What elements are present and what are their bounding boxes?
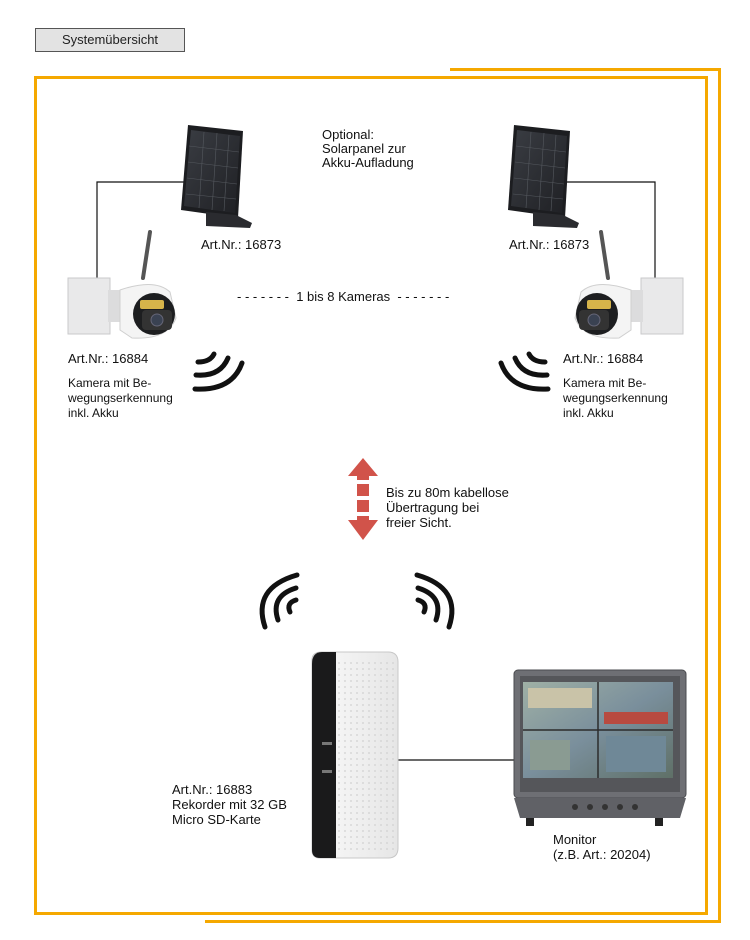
camera-right-description: Kamera mit Be- wegungserkennung inkl. Ak… — [563, 376, 668, 420]
monitor-description: Monitor (z.B. Art.: 20204) — [553, 832, 651, 862]
cable-lines — [96, 181, 656, 761]
camera-count-label: - - - - - - - 1 bis 8 Kameras - - - - - … — [237, 289, 450, 304]
recorder-description: Art.Nr.: 16883 Rekorder mit 32 GB Micro … — [172, 782, 287, 827]
camera-left-icon — [67, 230, 177, 339]
solar-panel-right-icon — [508, 125, 579, 228]
monitor-icon — [513, 669, 687, 826]
wifi-waves-left-icon — [192, 351, 245, 392]
camera-left-description: Kamera mit Be- wegungserkennung inkl. Ak… — [68, 376, 173, 420]
camera-left-art-number: Art.Nr.: 16884 — [68, 351, 149, 366]
diagram-frame — [34, 76, 708, 915]
camera-right-art-number: Art.Nr.: 16884 — [563, 351, 644, 366]
wifi-waves-recorder-right-icon — [414, 572, 455, 630]
solar-panel-left-icon — [181, 125, 252, 228]
camera-right-icon — [574, 230, 684, 339]
frame-accent-top — [450, 68, 721, 71]
transmission-arrow-icon — [348, 458, 378, 540]
transmission-range-text: Bis zu 80m kabellose Übertragung bei fre… — [386, 485, 509, 530]
solar-optional-note: Optional: Solarpanel zur Akku-Aufladung — [322, 127, 414, 170]
frame-accent-right — [718, 68, 721, 923]
solar-right-art-number: Art.Nr.: 16873 — [509, 237, 590, 252]
recorder-icon — [311, 651, 399, 859]
frame-accent-bottom — [205, 920, 721, 923]
solar-left-art-number: Art.Nr.: 16873 — [201, 237, 282, 252]
wifi-waves-right-icon — [498, 351, 551, 392]
wifi-waves-recorder-left-icon — [259, 572, 300, 630]
system-overview-tag: Systemübersicht — [35, 28, 185, 52]
